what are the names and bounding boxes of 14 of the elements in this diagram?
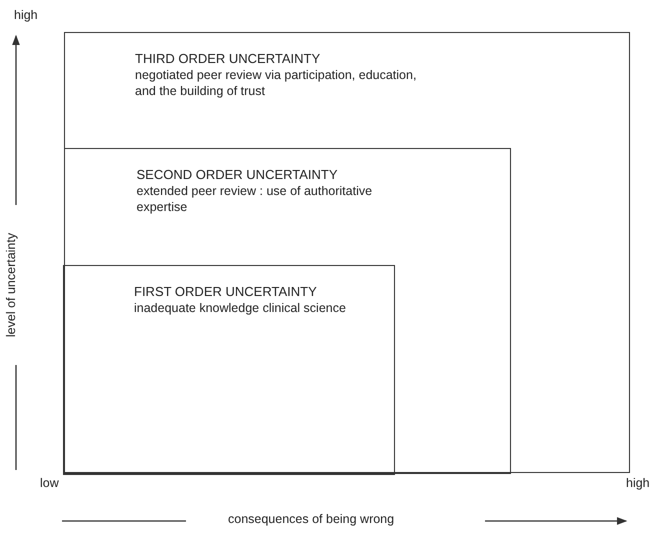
uncertainty-box [64, 148, 510, 474]
box-heading: THIRD ORDER UNCERTAINTY [135, 51, 322, 67]
axis-end-label: high [14, 8, 38, 22]
uncertainty-box [63, 265, 395, 475]
box-description: extended peer review : use of authoritative expertise [136, 183, 374, 215]
box-description: negotiated peer review via participation, education, and the building of trust [135, 67, 418, 99]
axis-end-label: high [626, 476, 650, 490]
uncertainty-box [64, 32, 630, 473]
axis-title: level of uncertainty [4, 232, 18, 338]
axis-title: consequences of being wrong [228, 512, 394, 526]
box-description: inadequate knowledge clinical science [134, 300, 347, 316]
axis-end-label: low [40, 476, 59, 490]
box-heading: SECOND ORDER UNCERTAINTY [136, 167, 339, 183]
box-heading: FIRST ORDER UNCERTAINTY [134, 284, 318, 300]
